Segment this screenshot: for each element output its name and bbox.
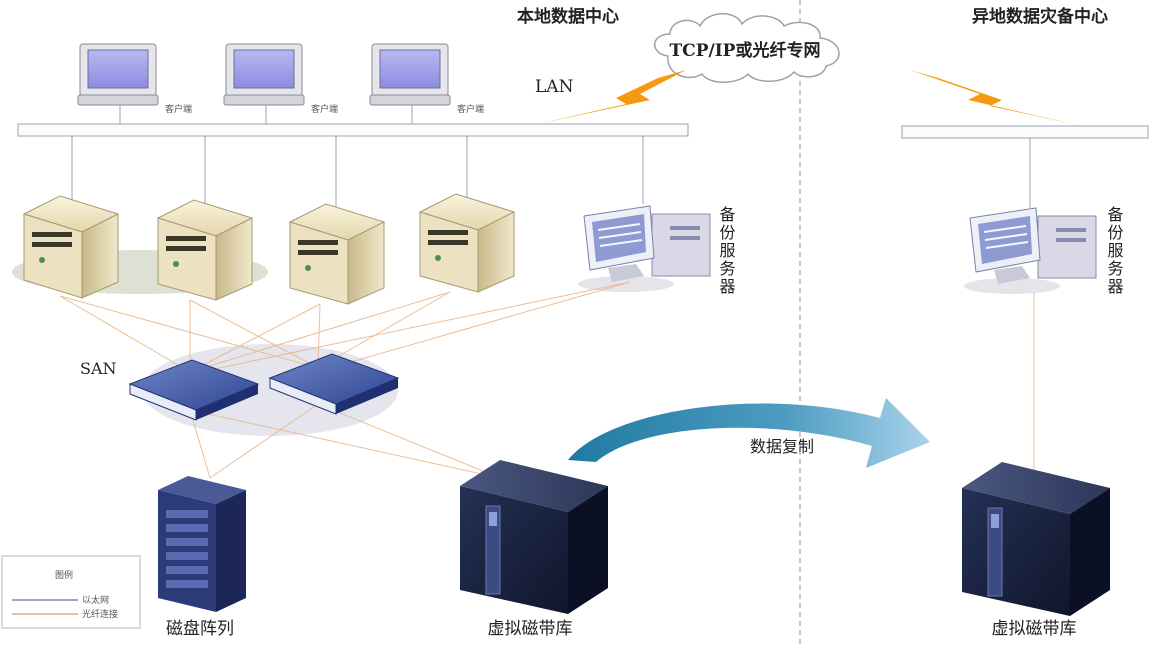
application-server-4 xyxy=(418,193,516,293)
remote-datacenter-title: 异地数据灾备中心 xyxy=(972,6,1108,27)
legend: 图例 以太网 光纤连接 xyxy=(1,555,141,629)
remote-virtual-tape-library-icon xyxy=(962,462,1110,616)
legend-title: 图例 xyxy=(55,569,73,581)
local-virtual-tape-library-label: 虚拟磁带库 xyxy=(488,619,573,639)
data-replication-arrow-icon xyxy=(568,398,930,468)
lan-label: LAN xyxy=(535,77,574,97)
remote-lan-bus xyxy=(901,125,1149,139)
ethernet-links xyxy=(71,104,1031,216)
remote-backup-server-label: 备份服务器 xyxy=(1105,206,1124,296)
cloud-icon xyxy=(654,13,840,83)
data-replication-label: 数据复制 xyxy=(750,437,814,456)
legend-fiber-label: 光纤连接 xyxy=(82,608,118,620)
disk-array-label: 磁盘阵列 xyxy=(166,619,234,639)
client-pc-2 xyxy=(223,43,305,106)
client-label-2: 客户端 xyxy=(311,103,338,115)
application-server-1 xyxy=(22,195,120,299)
legend-ethernet-label: 以太网 xyxy=(82,594,109,606)
local-lan-bus xyxy=(17,123,689,137)
fiber-links xyxy=(59,281,1035,479)
application-server-3 xyxy=(288,203,386,305)
local-virtual-tape-library-icon xyxy=(460,460,608,614)
client-pc-1 xyxy=(77,43,159,106)
san-switch-1 xyxy=(128,359,260,421)
remote-virtual-tape-library-label: 虚拟磁带库 xyxy=(992,619,1077,639)
san-label: SAN xyxy=(80,359,117,378)
disk-array-icon xyxy=(158,476,246,612)
local-link-lightning-icon xyxy=(538,70,686,124)
local-datacenter-title: 本地数据中心 xyxy=(517,6,619,27)
local-backup-server-label: 备份服务器 xyxy=(717,206,736,296)
local-backup-server-icon xyxy=(578,205,711,292)
remote-backup-server-icon xyxy=(964,207,1097,294)
san-switch-2 xyxy=(268,353,400,415)
client-label-3: 客户端 xyxy=(457,103,484,115)
network-cloud-label: TCP/IP或光纤专网 xyxy=(670,40,821,61)
client-label-1: 客户端 xyxy=(165,103,192,115)
remote-link-lightning-icon xyxy=(910,70,1082,126)
client-pc-3 xyxy=(369,43,451,106)
application-server-2 xyxy=(156,199,254,301)
